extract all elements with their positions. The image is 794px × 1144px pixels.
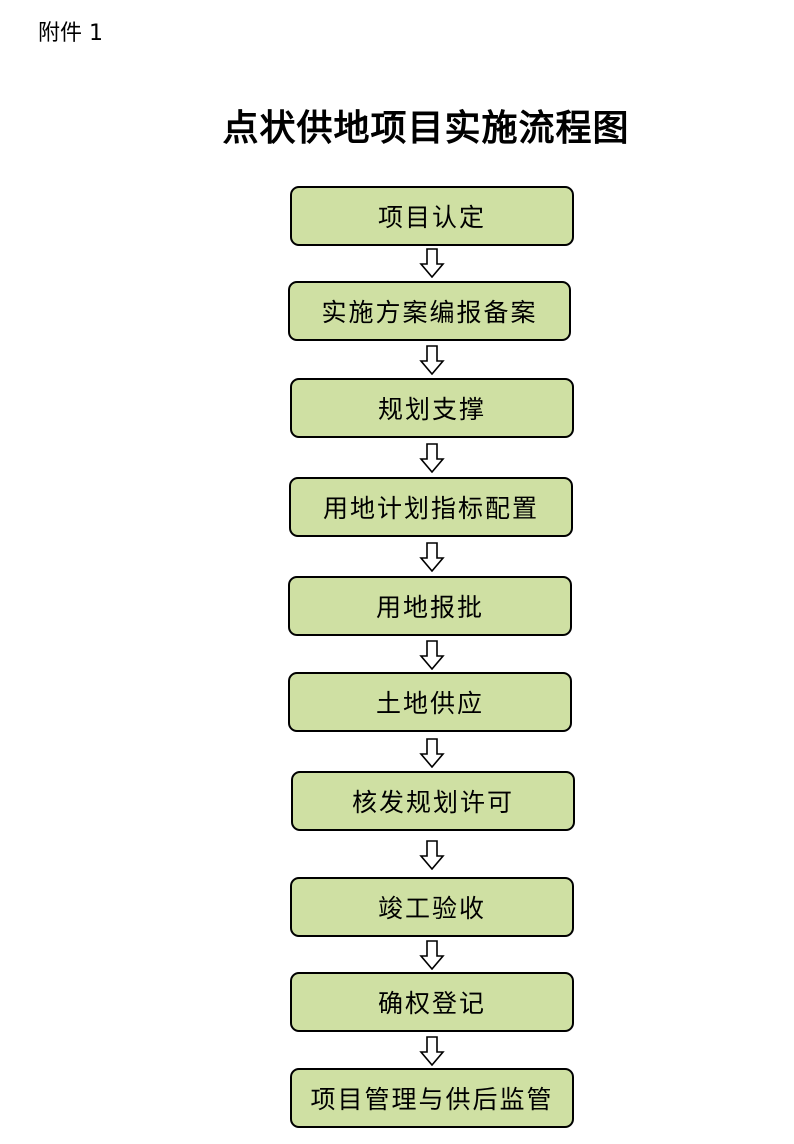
arrow-down-icon — [419, 248, 445, 278]
arrow-down-icon — [419, 640, 445, 670]
step-planning-permit: 核发规划许可 — [291, 771, 575, 831]
arrow-down-icon — [419, 738, 445, 768]
step-planning-support: 规划支撑 — [290, 378, 574, 438]
arrow-down-icon — [419, 345, 445, 375]
page-title: 点状供地项目实施流程图 — [222, 107, 630, 149]
step-land-supply: 土地供应 — [288, 672, 572, 732]
arrow-down-icon — [419, 840, 445, 870]
step-land-quota-allocation: 用地计划指标配置 — [289, 477, 573, 537]
arrow-down-icon — [419, 443, 445, 473]
step-plan-filing: 实施方案编报备案 — [288, 281, 571, 341]
arrow-down-icon — [419, 1036, 445, 1066]
arrow-down-icon — [419, 940, 445, 970]
arrow-down-icon — [419, 542, 445, 572]
step-ownership-registration: 确权登记 — [290, 972, 574, 1032]
attachment-label: 附件 1 — [38, 21, 103, 46]
step-completion-acceptance: 竣工验收 — [290, 877, 574, 937]
step-land-approval: 用地报批 — [288, 576, 572, 636]
step-project-recognition: 项目认定 — [290, 186, 574, 246]
step-project-supervision: 项目管理与供后监管 — [290, 1068, 574, 1128]
